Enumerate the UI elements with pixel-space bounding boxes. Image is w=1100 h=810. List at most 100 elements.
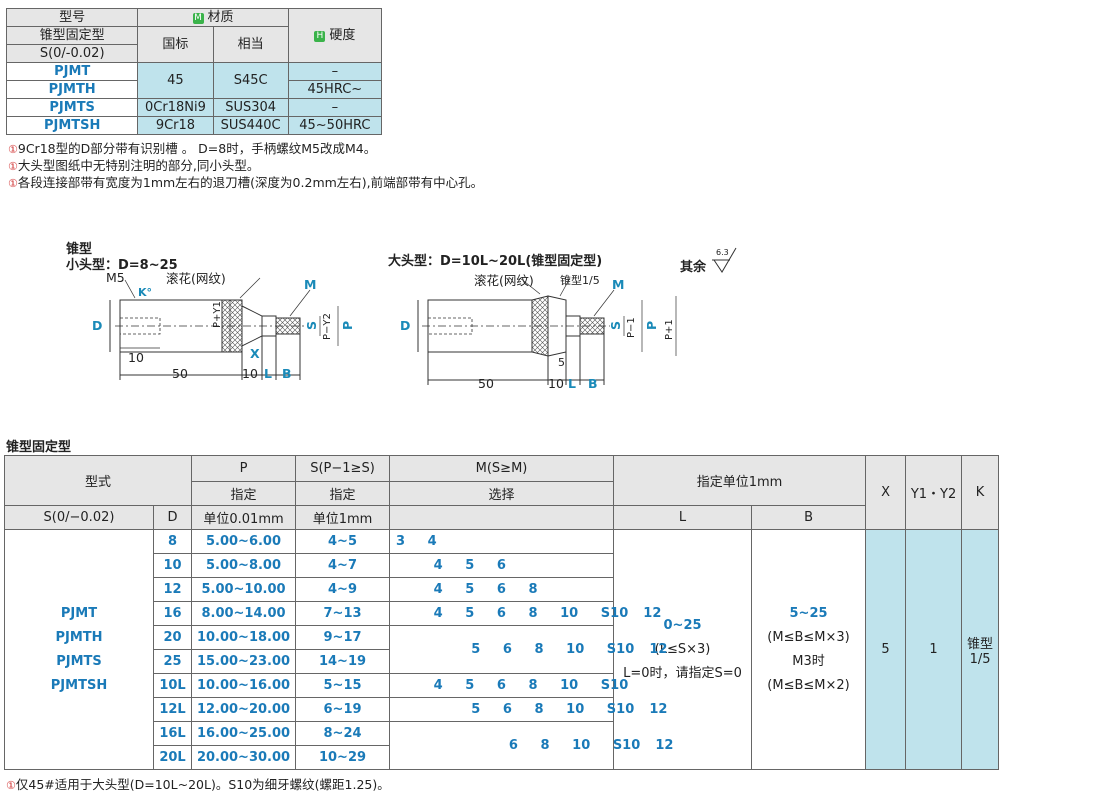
header-sp: S(P−1≥S) (295, 455, 391, 482)
header-k: K (961, 455, 1000, 530)
gb-cell: 45 (137, 62, 214, 99)
d-cell: 20 (152, 625, 193, 650)
m-cell: 6 8 10 S10 12 (389, 721, 673, 770)
p-cell: 5.00~10.00 (191, 577, 297, 602)
large-knurl-label: 滚花(网纹) (474, 273, 534, 288)
p-cell: 8.00~14.00 (191, 601, 297, 626)
large-m-label: M (612, 277, 625, 292)
note-item: ①各段连接部带有宽度为1mm左右的退刀槽(深度为0.2mm左右),前端部带有中心… (8, 175, 484, 190)
note-item: ①9Cr18型的D部分带有识别槽 。 D=8时，手柄螺纹M5改成M4。 (8, 141, 377, 156)
large-p-label: P (644, 320, 659, 330)
p-cell: 5.00~6.00 (191, 529, 297, 554)
dim-50-label: 50 (172, 366, 188, 381)
roughness-value: 6.3 (716, 248, 729, 257)
header-m-select: 选择 (389, 481, 615, 506)
s-cell: 9~17 (295, 625, 391, 650)
s-label: S (304, 320, 319, 330)
large-p1p-label: P+1 (664, 319, 675, 340)
d-label: D (92, 318, 103, 333)
spec-table: 型式 P S(P−1≥S) M(S≥M) 指定单位1mm X Y1・Y2 K 指… (3, 455, 1000, 770)
roughness-label: 其余 (680, 260, 707, 275)
right-title: 大头型：D=10L~20L(锥型固定型) (388, 254, 603, 269)
left-title-2: 小头型：D=8~25 (66, 258, 178, 273)
header-p-unit: 单位0.01mm (191, 505, 297, 530)
d-cell: 12L (152, 697, 193, 722)
hardness-badge-icon: H (314, 31, 326, 42)
header-sp-unit: 单位1mm (295, 505, 391, 530)
hardness-cell: – (287, 62, 383, 81)
p-cell: 10.00~16.00 (191, 673, 297, 698)
large-dim-10-label: 10 (548, 376, 564, 391)
d-cell: 16L (152, 721, 193, 746)
left-title-1: 锥型 (66, 242, 93, 257)
d-cell: 16 (152, 601, 193, 626)
s-cell: 5~15 (295, 673, 391, 698)
d-cell: 10L (152, 673, 193, 698)
m-label: M (304, 277, 317, 292)
m-cell: 4 5 6 8 10 S10 (389, 673, 628, 698)
equiv-cell: S45C (212, 62, 289, 99)
py2-label: P−Y2 (322, 313, 333, 340)
p-cell: 12.00~20.00 (191, 697, 297, 722)
p-cell: 20.00~30.00 (191, 745, 297, 770)
notes: ①9Cr18型的D部分带有识别槽 。 D=8时，手柄螺纹M5改成M4。 ①大头型… (8, 141, 483, 192)
header-type: 型式 (3, 455, 193, 506)
d-cell: 12 (152, 577, 193, 602)
type-code: PJMT (60, 605, 98, 621)
p-label: P (340, 320, 355, 330)
m5-label: M5 (106, 270, 125, 285)
y-cell: 1 (905, 529, 963, 770)
p-cell: 15.00~23.00 (191, 649, 297, 674)
s-cell: 4~5 (295, 529, 391, 554)
hardness-cell: 45~50HRC (287, 116, 383, 135)
header-model: 型号 (5, 8, 139, 27)
material-badge-icon: M (192, 13, 204, 24)
d-cell: 10 (152, 553, 193, 578)
code-cell: PJMTH (5, 80, 139, 99)
footnote: ①仅45#适用于大头型(D=10L~20L)。S10为细牙螺纹(螺距1.25)。 (6, 777, 390, 792)
type-code: PJMTSH (50, 677, 108, 693)
m-cell: 5 6 8 10 S10 12 (389, 697, 667, 722)
note-mark-icon: ① (8, 160, 18, 173)
l-label: L (264, 366, 272, 381)
s-cell: 6~19 (295, 697, 391, 722)
large-b-label: B (588, 376, 598, 391)
s-cell: 4~9 (295, 577, 391, 602)
equiv-cell: SUS304 (212, 98, 289, 117)
m-cell: 4 5 6 (389, 553, 615, 578)
code-cell: PJMTS (5, 98, 139, 117)
x-label: X (250, 346, 260, 361)
code-cell: PJMT (5, 62, 139, 81)
large-p1m-label: P−1 (626, 317, 637, 338)
p-cell: 16.00~25.00 (191, 721, 297, 746)
header-m: M(S≥M) (389, 455, 615, 482)
header-gb: 国标 (137, 26, 214, 63)
large-taper-label: 锥型1/5 (560, 274, 600, 287)
note-mark-icon: ① (6, 779, 16, 792)
b-label: B (282, 366, 292, 381)
code-cell: PJMTSH (5, 116, 139, 135)
m-cell: 4 5 6 8 10 S10 12 (389, 601, 661, 626)
header-p: P (191, 455, 297, 482)
large-s-label: S (608, 320, 623, 330)
header-b: B (751, 505, 867, 530)
hardness-cell: 45HRC~ (287, 80, 383, 99)
note-mark-icon: ① (8, 143, 18, 156)
type-codes: PJMT PJMTH PJMTS PJMTSH (4, 529, 154, 770)
header-p-spec: 指定 (191, 481, 297, 506)
x-cell: 5 (865, 529, 907, 770)
header-y: Y1・Y2 (905, 455, 963, 530)
section-title: 锥型固定型 (6, 440, 72, 455)
py1-label: P+Y1 (212, 301, 223, 328)
technical-drawing (109, 247, 737, 385)
equiv-cell: SUS440C (212, 116, 289, 135)
p-cell: 5.00~8.00 (191, 553, 297, 578)
b-cell: 5~25 (M≤B≤M×3) M3时 (M≤B≤M×2) (751, 529, 867, 770)
s-cell: 8~24 (295, 721, 391, 746)
dim-10b-label: 10 (242, 366, 258, 381)
header-taper: 锥型固定型 (5, 26, 139, 45)
k-label: K° (138, 286, 153, 299)
